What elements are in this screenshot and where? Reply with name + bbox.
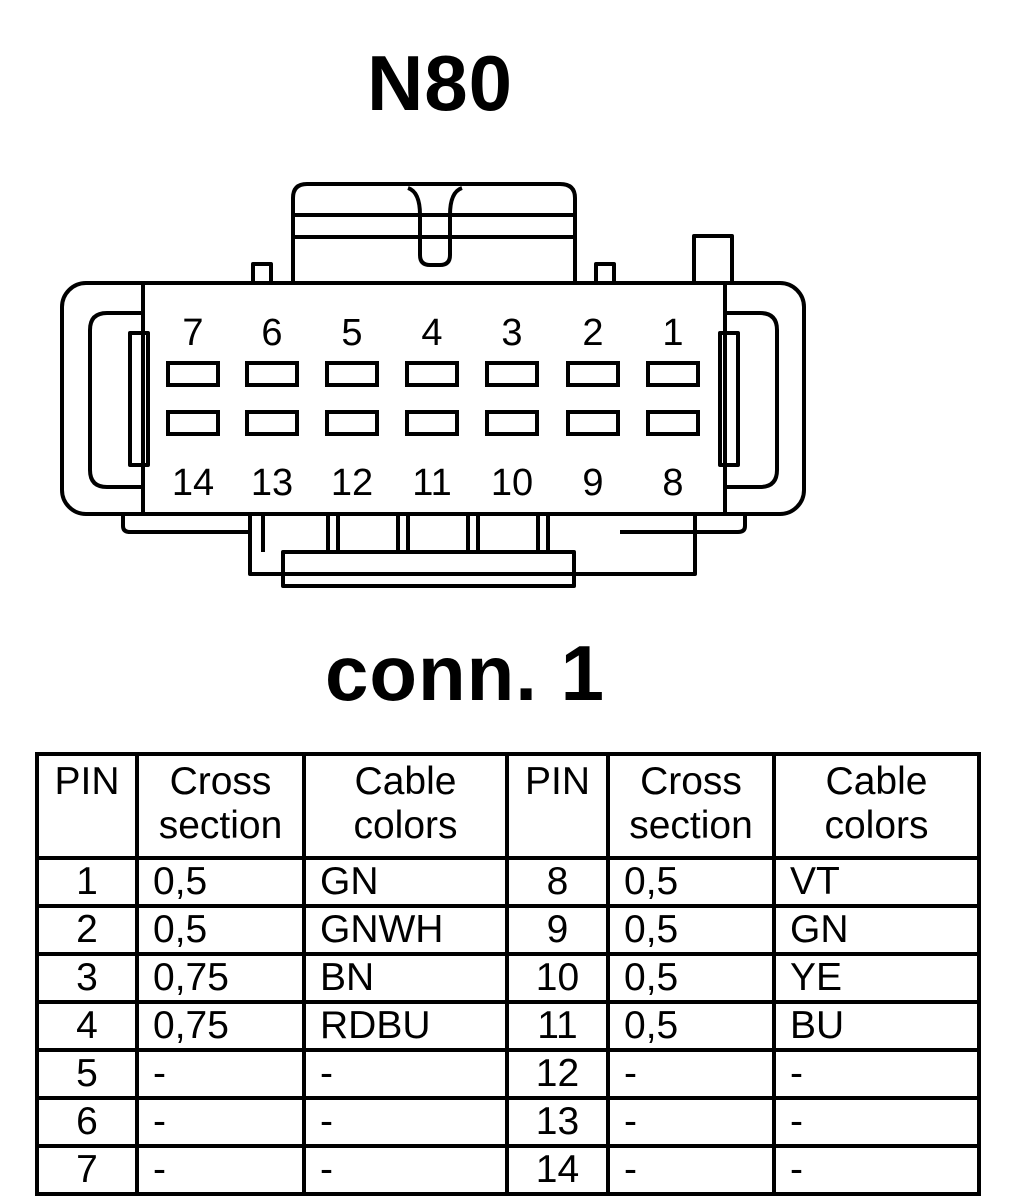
connector-name: N80: [366, 39, 514, 127]
pin-cell: 11: [505, 1000, 610, 1052]
pin-cavity: [245, 361, 299, 387]
cross-section-cell: 0,5: [606, 952, 776, 1004]
pin-cavity: [166, 361, 220, 387]
pin-cavity: [325, 410, 379, 436]
cable-color-cell: GN: [302, 856, 509, 908]
pin-cavity: [405, 410, 459, 436]
pin-cell: 5: [35, 1048, 139, 1100]
cross-section-cell: -: [606, 1096, 776, 1148]
latch-tab: [407, 186, 463, 267]
cable-color-cell: -: [302, 1048, 509, 1100]
pin-number-label: 9: [582, 462, 603, 504]
table-row: 6--13--: [35, 1096, 981, 1148]
connector-label: conn. 1: [324, 629, 606, 717]
pin-cell: 14: [505, 1144, 610, 1196]
pin-cell: 8: [505, 856, 610, 908]
cross-section-cell: -: [135, 1144, 306, 1196]
pin-number-label: 13: [251, 462, 293, 504]
cable-color-cell: YE: [772, 952, 981, 1004]
cross-section-cell: 0,5: [606, 1000, 776, 1052]
cross-section-cell: -: [135, 1096, 306, 1148]
pin-cavity: [166, 410, 220, 436]
pin-cell: 4: [35, 1000, 139, 1052]
post-right-tall: [692, 234, 734, 285]
connector-face-diagram: 7 6 5 4 3 2 1 14 13 12 11 10 9 8: [60, 182, 806, 588]
pin-number-label: 3: [501, 312, 522, 354]
side-latch-right: [725, 311, 779, 489]
pin-number-label: 6: [261, 312, 282, 354]
cross-section-cell: -: [606, 1048, 776, 1100]
pin-cell: 2: [35, 904, 139, 956]
pin-number-label: 1: [662, 312, 683, 354]
pin-cell: 6: [35, 1096, 139, 1148]
cable-color-cell: -: [302, 1096, 509, 1148]
pin-cavity: [485, 361, 539, 387]
bottom-ridge: [121, 514, 250, 534]
pin-cell: 7: [35, 1144, 139, 1196]
pin-cavity: [485, 410, 539, 436]
pin-cell: 12: [505, 1048, 610, 1100]
cross-section-cell: 0,75: [135, 952, 306, 1004]
cable-color-cell: GNWH: [302, 904, 509, 956]
header-pin: PIN: [505, 752, 610, 860]
bottom-keys: [248, 512, 697, 576]
cross-section-cell: 0,5: [135, 904, 306, 956]
pin-cavity: [566, 410, 620, 436]
pin-cell: 10: [505, 952, 610, 1004]
post-left: [251, 262, 273, 285]
pin-number-label: 14: [172, 462, 214, 504]
cross-section-cell: -: [135, 1048, 306, 1100]
table-row: 5--12--: [35, 1048, 981, 1100]
pin-cavity: [405, 361, 459, 387]
cross-section-cell: 0,5: [606, 904, 776, 956]
cable-color-cell: -: [302, 1144, 509, 1196]
pin-cavity: [325, 361, 379, 387]
cross-section-cell: 0,75: [135, 1000, 306, 1052]
cable-color-cell: RDBU: [302, 1000, 509, 1052]
cable-color-cell: GN: [772, 904, 981, 956]
pin-cavity: [646, 361, 700, 387]
pin-cell: 1: [35, 856, 139, 908]
pin-cell: 3: [35, 952, 139, 1004]
cavity-row-top: [166, 361, 700, 387]
cross-section-cell: -: [606, 1144, 776, 1196]
pin-cavity: [245, 410, 299, 436]
cable-color-cell: BN: [302, 952, 509, 1004]
cable-color-cell: -: [772, 1048, 981, 1100]
header-pin: PIN: [35, 752, 139, 860]
side-latch-left: [88, 311, 143, 489]
pin-number-label: 5: [341, 312, 362, 354]
pin-number-label: 4: [421, 312, 442, 354]
pin-number-label: 2: [582, 312, 603, 354]
pin-number-label: 11: [412, 462, 451, 504]
pin-number-label: 12: [331, 462, 373, 504]
cable-color-cell: -: [772, 1096, 981, 1148]
pin-number-label: 7: [182, 312, 203, 354]
pin-cell: 13: [505, 1096, 610, 1148]
pin-number-label: 8: [662, 462, 683, 504]
cable-color-cell: VT: [772, 856, 981, 908]
pin-number-label: 10: [491, 462, 533, 504]
pin-cavity: [566, 361, 620, 387]
cross-section-cell: 0,5: [135, 856, 306, 908]
post-right: [594, 262, 616, 285]
cavity-row-bottom: [166, 410, 700, 436]
pin-cell: 9: [505, 904, 610, 956]
cable-color-cell: BU: [772, 1000, 981, 1052]
pin-cavity: [646, 410, 700, 436]
table-row: 7--14--: [35, 1144, 981, 1196]
latch-housing: [291, 182, 577, 283]
cable-color-cell: -: [772, 1144, 981, 1196]
cross-section-cell: 0,5: [606, 856, 776, 908]
